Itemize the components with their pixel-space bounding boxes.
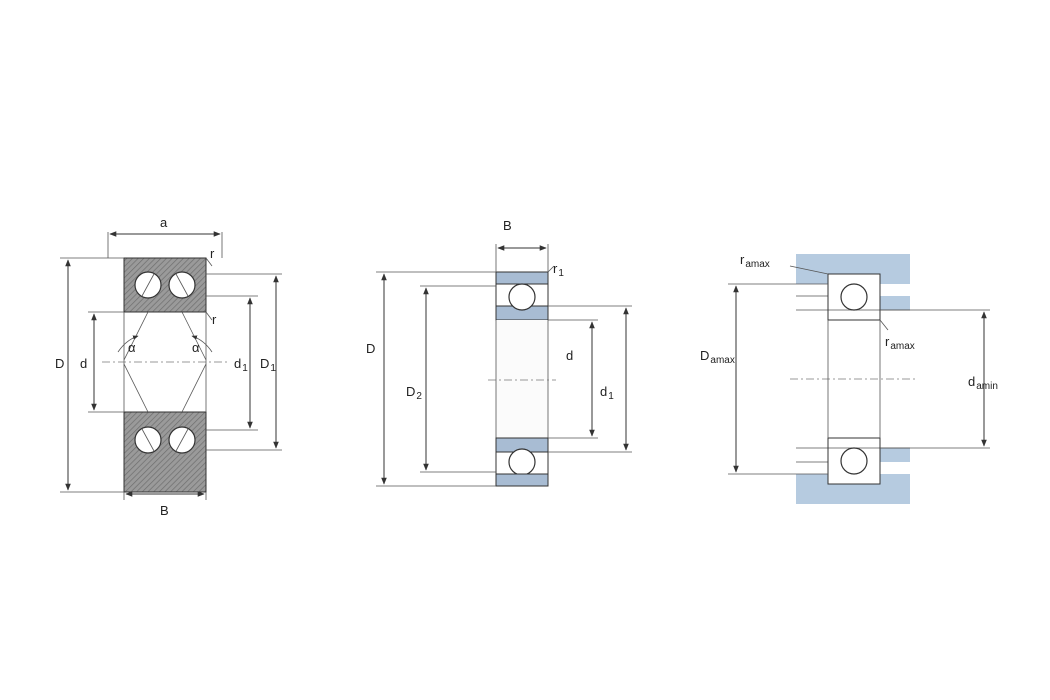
label-D1: D1 bbox=[260, 356, 276, 374]
top-outer-ring bbox=[495, 271, 549, 285]
double-row-bearing-drawing bbox=[60, 231, 282, 500]
label-Da: Damax bbox=[700, 348, 735, 366]
label-alpha-left: α bbox=[128, 340, 136, 355]
bottom-outer-ring bbox=[495, 473, 549, 487]
label-mid-d: d bbox=[566, 348, 573, 363]
right-ball-top bbox=[840, 283, 868, 311]
label-ra-mid: ramax bbox=[885, 334, 915, 352]
label-mid-D2: D2 bbox=[406, 384, 422, 402]
housing-bottom bbox=[796, 484, 910, 504]
label-mid-r1: r1 bbox=[553, 261, 564, 279]
housing-top bbox=[796, 254, 910, 274]
label-r-top: r bbox=[210, 246, 215, 261]
shaft-bottom bbox=[880, 448, 910, 462]
ball-top bbox=[508, 283, 536, 311]
label-D: D bbox=[55, 356, 64, 371]
single-row-bearing-drawing bbox=[376, 244, 632, 487]
ball-bottom bbox=[508, 448, 536, 476]
right-ball-bottom bbox=[840, 447, 868, 475]
label-ra-top: ramax bbox=[740, 252, 770, 270]
mounting-drawing bbox=[728, 254, 990, 504]
label-d1: d1 bbox=[234, 356, 248, 374]
label-d: d bbox=[80, 356, 87, 371]
label-B: B bbox=[160, 503, 169, 518]
label-mid-B: B bbox=[503, 218, 512, 233]
label-mid-d1: d1 bbox=[600, 384, 614, 402]
label-r-mid: r bbox=[212, 312, 217, 327]
bottom-section-hatched bbox=[123, 411, 207, 493]
shaft-top bbox=[880, 296, 910, 310]
label-alpha-right: α bbox=[192, 340, 200, 355]
label-mid-D: D bbox=[366, 341, 375, 356]
label-a: a bbox=[160, 215, 168, 230]
label-da: damin bbox=[968, 374, 998, 392]
